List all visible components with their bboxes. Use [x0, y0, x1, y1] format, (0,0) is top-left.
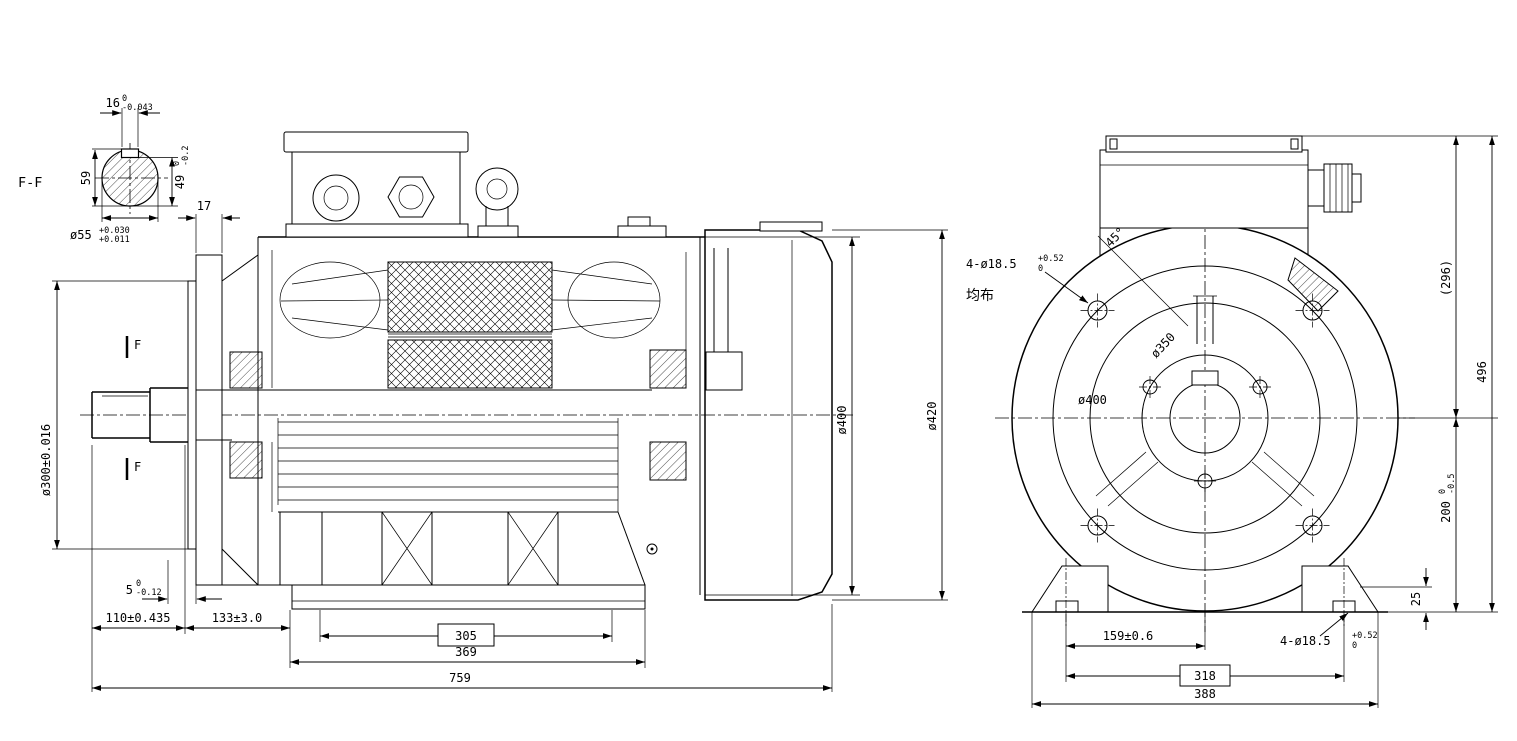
dim-overall-length: 759 [449, 671, 471, 685]
dim-key-width-tol-hi: 0 [122, 94, 127, 104]
dim-key-depth: 49 [173, 175, 187, 189]
dim-foot-span: 305 [455, 629, 477, 643]
dim-key-width: 16 [106, 96, 120, 110]
dim-center-to-base-tol-hi: 0 [1438, 489, 1448, 494]
label-foot-holes: 4-ø18.5 [1280, 634, 1331, 648]
dim-shaft-diameter: ø55 [70, 228, 92, 242]
label-flange-holes: 4-ø18.5 [966, 257, 1017, 271]
dim-center-to-top: (296) [1439, 260, 1453, 296]
hub-holes [1139, 376, 1271, 492]
keyway-end [1191, 370, 1219, 386]
flange-bolt-holes [1080, 293, 1330, 543]
boxed-dim-frame [437, 623, 495, 647]
cutaway-detail [1287, 257, 1339, 312]
lifting-eye [475, 167, 519, 238]
fan-hub [705, 351, 743, 391]
shaft-cross-section [101, 149, 159, 207]
label-foot-holes-tol-hi: +0.52 [1352, 631, 1378, 641]
motor-feet-end [1022, 558, 1388, 626]
terminal-box-end [1099, 135, 1362, 256]
dim-shaft-diameter-tol-hi: +0.030 [99, 226, 130, 236]
dim-section-height: 59 [79, 171, 93, 185]
dim-center-to-base: 200 [1439, 501, 1453, 523]
dim-cowl-diameter: ø420 [925, 402, 939, 431]
dim-key-width-tol-lo: -0.043 [122, 103, 153, 113]
dim-spigot-depth-tol-lo: -0.12 [136, 588, 162, 598]
cable-gland-hex [387, 176, 435, 218]
stator-winding [387, 261, 553, 333]
dim-key-depth-tol-hi: 0 [172, 161, 182, 166]
motor-shaft [91, 387, 196, 443]
fan-cowl [704, 221, 833, 601]
section-mark-lower: F [134, 460, 141, 474]
shaft-section-view: 16 0 -0.043 59 49 0 -0.2 ø55 +0.030 +0.0… [18, 94, 191, 245]
flange-outline [1052, 265, 1358, 571]
dim-overall-height: 496 [1475, 361, 1489, 383]
cooling-fins [277, 418, 619, 513]
dim-foot-hole-span: 318 [1194, 669, 1216, 683]
dim-foot-hole-half-span: 159±0.6 [1103, 629, 1154, 643]
cable-gland-cap [1351, 173, 1362, 203]
bearing-right-lower [649, 441, 687, 481]
bearing-right-upper [649, 349, 687, 389]
dim-key-depth-tol-lo: -0.2 [181, 146, 191, 166]
spigot-circle [1089, 302, 1321, 534]
side-view: 17 F F [39, 131, 948, 692]
dim-flange-thickness: 17 [197, 199, 211, 213]
dim-frame-diameter: ø400 [835, 406, 849, 435]
dim-foot-length: 369 [455, 645, 477, 659]
section-label: F-F [18, 175, 42, 191]
dim-spigot-depth: 5 [126, 583, 133, 597]
cable-gland-body [1307, 169, 1325, 207]
boxed-dim-frame-end [1179, 664, 1231, 687]
dim-spigot-diameter-end: ø350 [1148, 330, 1178, 361]
dim-bolt-circle: ø400 [1078, 393, 1107, 407]
mounting-flange [187, 254, 292, 586]
foot-slot-left [1055, 600, 1079, 613]
label-evenly-distributed: 均布 [966, 288, 994, 304]
section-mark-upper: F [134, 338, 141, 352]
frame-fitting [617, 216, 667, 238]
end-view: 45° 4-ø18.5 +0.52 0 均布 ø400 ø350 [966, 135, 1498, 708]
dim-flange-to-foot: 133±3.0 [212, 611, 263, 625]
label-foot-holes-tol-lo: 0 [1352, 641, 1357, 651]
rotor-core [387, 339, 553, 389]
terminal-box-side [283, 131, 469, 238]
cable-gland-round [312, 174, 360, 222]
dim-spigot-depth-tol-hi: 0 [136, 579, 141, 589]
bearing-left-upper [229, 351, 263, 389]
label-flange-holes-tol-lo: 0 [1038, 264, 1043, 274]
dim-foot-pad-height: 25 [1409, 592, 1423, 606]
motor-feet-side [279, 511, 658, 610]
dim-center-to-base-tol-lo: -0.5 [1447, 474, 1457, 494]
motor-frame [196, 236, 743, 595]
cable-gland-ribbed [1323, 163, 1353, 213]
keyway-slot [120, 148, 140, 159]
dim-shaft-diameter-tol-lo: +0.011 [99, 235, 130, 245]
dim-foot-width: 388 [1194, 687, 1216, 701]
dim-spigot-diameter: ø300±0.016 [39, 424, 53, 496]
label-flange-holes-tol-hi: +0.52 [1038, 254, 1064, 264]
bearing-left-lower [229, 441, 263, 479]
dim-shaft-length: 110±0.435 [105, 611, 170, 625]
